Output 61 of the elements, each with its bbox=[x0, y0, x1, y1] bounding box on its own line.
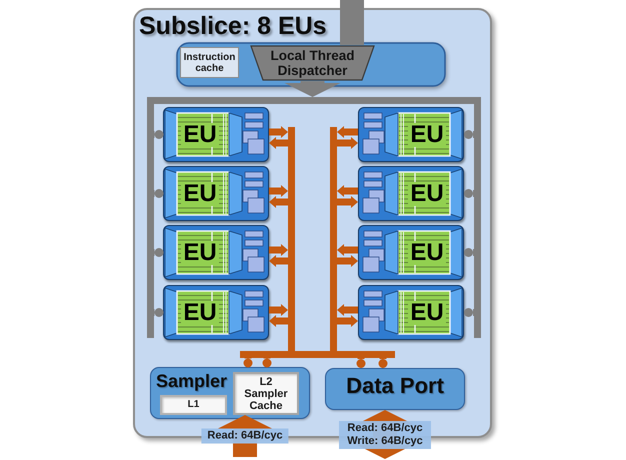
cache-box bbox=[160, 395, 227, 415]
dispatcher-label: Local Thread Dispatcher bbox=[269, 48, 356, 78]
eu-label: EU bbox=[181, 182, 219, 206]
sampler-block bbox=[150, 367, 310, 419]
connector bbox=[378, 358, 388, 368]
arrow bbox=[269, 137, 288, 149]
cache-label: Instruction cache bbox=[182, 52, 236, 74]
data-port-block bbox=[325, 368, 465, 410]
connector bbox=[474, 104, 481, 338]
arrow bbox=[337, 126, 358, 138]
cache-box bbox=[233, 372, 299, 415]
cache-box bbox=[180, 47, 239, 78]
connector bbox=[262, 358, 272, 368]
edge-label: Read: 64B/cyc bbox=[201, 428, 289, 444]
arrow bbox=[217, 415, 273, 457]
arrow bbox=[337, 315, 358, 327]
arrow bbox=[337, 255, 358, 267]
connector bbox=[464, 130, 474, 139]
arrow bbox=[269, 304, 288, 316]
arrow bbox=[337, 137, 358, 149]
data-bus-bar bbox=[240, 351, 395, 358]
arrow bbox=[284, 81, 340, 97]
eu-label: EU bbox=[408, 300, 446, 324]
arrow bbox=[269, 196, 288, 208]
connector bbox=[464, 248, 474, 257]
arrow bbox=[337, 304, 358, 316]
arrow bbox=[337, 244, 358, 256]
arrow bbox=[269, 126, 288, 138]
dispatcher-trapezoid bbox=[250, 45, 375, 81]
cache-label: L2 Sampler Cache bbox=[243, 376, 289, 412]
dispatcher-tray bbox=[176, 42, 446, 87]
data-bus-bar bbox=[330, 127, 337, 351]
connector bbox=[154, 189, 164, 198]
connector bbox=[244, 358, 252, 368]
eu-label: EU bbox=[181, 240, 219, 264]
arrow bbox=[269, 244, 288, 256]
eu-label: EU bbox=[408, 182, 446, 206]
data-bus-bar bbox=[288, 127, 295, 351]
connector bbox=[154, 248, 164, 257]
eu-label: EU bbox=[408, 240, 446, 264]
connector bbox=[356, 358, 366, 368]
port-label: Data Port bbox=[346, 373, 444, 399]
panel-title: Subslice: 8 EUs bbox=[139, 11, 327, 41]
distribution-bar bbox=[147, 97, 481, 104]
connector bbox=[464, 308, 474, 317]
arrow bbox=[337, 196, 358, 208]
sampler-label: Sampler bbox=[156, 370, 228, 393]
arrow bbox=[269, 315, 288, 327]
connector bbox=[154, 308, 164, 317]
eu-label: EU bbox=[181, 122, 219, 146]
connector bbox=[464, 189, 474, 198]
arrow bbox=[269, 255, 288, 267]
arrow bbox=[337, 185, 358, 197]
cache-label: L1 bbox=[188, 400, 200, 410]
edge-label: Read: 64B/cyc Write: 64B/cyc bbox=[339, 420, 431, 448]
arrow bbox=[269, 185, 288, 197]
eu-label: EU bbox=[181, 300, 219, 324]
connector bbox=[154, 130, 164, 139]
connector bbox=[340, 0, 364, 45]
connector bbox=[147, 104, 154, 338]
eu-label: EU bbox=[408, 122, 446, 146]
